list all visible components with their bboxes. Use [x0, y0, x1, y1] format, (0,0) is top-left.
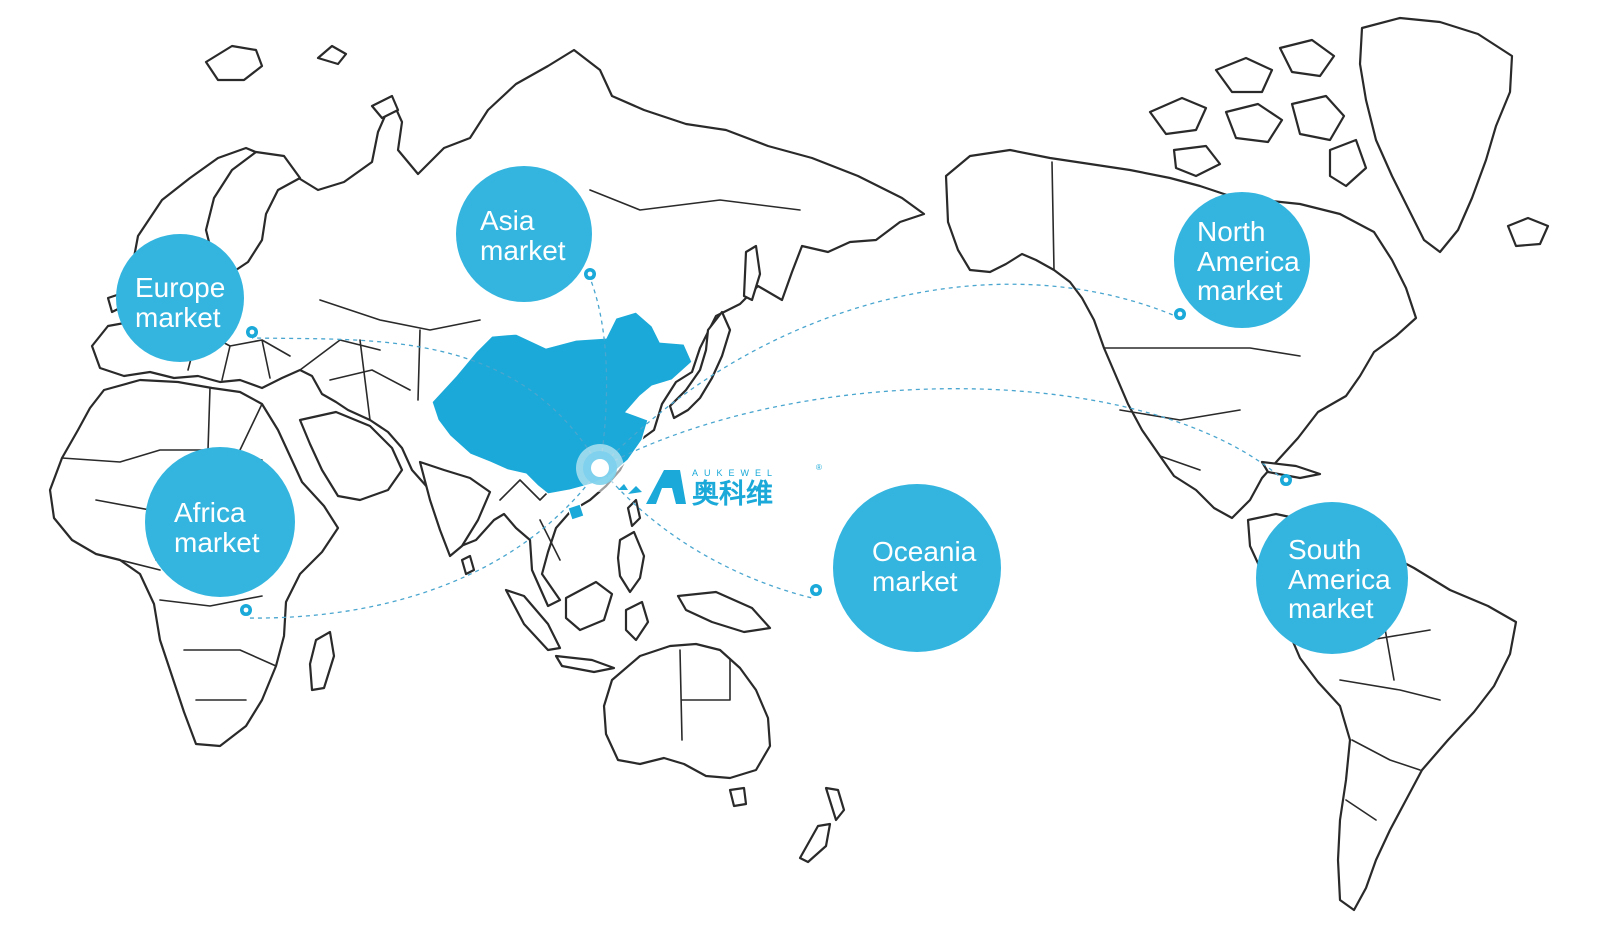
market-bubble-south-america[interactable]: South America market [1256, 502, 1408, 654]
tasmania-landmass [728, 786, 748, 808]
market-bubbles: Europe market Asia market Africa market … [116, 166, 1408, 654]
route-to-asia [589, 277, 608, 469]
market-label-line: market [1197, 275, 1283, 306]
market-bubble-africa[interactable]: Africa market [145, 447, 295, 597]
arctic-islands-landmass [316, 44, 400, 120]
market-label-line: Africa [174, 497, 246, 528]
route-to-oceania [599, 467, 813, 599]
market-bubble-asia[interactable]: Asia market [456, 166, 592, 302]
route-to-europe [251, 337, 601, 469]
philippines-landmass [616, 530, 646, 594]
borneo-landmass [564, 580, 614, 632]
map-pin-icon[interactable] [810, 584, 822, 596]
caribbean-landmass [1260, 460, 1322, 480]
market-label-line: market [1288, 593, 1374, 624]
border-lines-north-america [1051, 161, 1301, 471]
market-label-line: market [872, 566, 958, 597]
market-label-line: Europe [135, 272, 225, 303]
java-landmass [554, 654, 616, 674]
route-to-south-america [599, 388, 1287, 483]
market-label-line: Asia [480, 205, 535, 236]
map-pin-icon[interactable] [1280, 474, 1292, 486]
hainan-highlight [567, 503, 585, 521]
market-label-line: America [1288, 564, 1391, 595]
sumatra-landmass [504, 588, 562, 652]
madagascar-landmass [308, 630, 336, 692]
market-label-line: South [1288, 534, 1361, 565]
sri-lanka-landmass [460, 554, 476, 576]
market-bubble-europe[interactable]: Europe market [116, 234, 244, 362]
arctic-archipelago-landmass [1148, 38, 1368, 188]
brand-name-cn: 奥科维 [692, 478, 773, 510]
market-label-line: market [135, 302, 221, 333]
greenland-landmass [1358, 16, 1514, 254]
arabia-landmass [298, 410, 404, 502]
china-highlight [431, 311, 693, 495]
map-pin-icon[interactable] [584, 268, 596, 280]
map-pins [240, 268, 1292, 616]
market-label-line: North [1197, 216, 1265, 247]
market-label-line: market [174, 527, 260, 558]
brand-logo: AUKEWEL ® 奥科维 [618, 463, 822, 510]
scandinavia-landmass [204, 150, 302, 272]
map-pin-icon[interactable] [1174, 308, 1186, 320]
market-bubble-oceania[interactable]: Oceania market [833, 484, 1001, 652]
hub-target-icon [576, 444, 624, 492]
new-guinea-landmass [676, 590, 772, 634]
market-bubble-north-america[interactable]: North America market [1174, 192, 1310, 328]
market-label-line: market [480, 235, 566, 266]
route-to-north-america [599, 283, 1181, 469]
map-pin-icon[interactable] [246, 326, 258, 338]
border-lines-australia [679, 649, 731, 741]
sulawesi-landmass [624, 600, 650, 642]
landmasses [48, 16, 1550, 912]
route-to-africa [245, 467, 601, 619]
map-pin-icon[interactable] [240, 604, 252, 616]
india-landmass [418, 460, 492, 558]
new-zealand-landmass [798, 786, 846, 864]
brand-name-en: AUKEWEL [692, 468, 778, 478]
japan-landmass [668, 310, 732, 420]
trade-routes [245, 277, 1287, 619]
sakhalin-landmass [742, 244, 762, 302]
iceland-landmass [204, 44, 264, 82]
eurasia-landmass [90, 48, 926, 608]
market-label-line: America [1197, 246, 1300, 277]
australia-landmass [602, 642, 772, 780]
market-label-line: Oceania [872, 536, 977, 567]
aukewel-a-logo [618, 470, 686, 504]
brand-registered-mark: ® [816, 463, 822, 472]
north-atlantic-island-landmass [1506, 216, 1550, 248]
